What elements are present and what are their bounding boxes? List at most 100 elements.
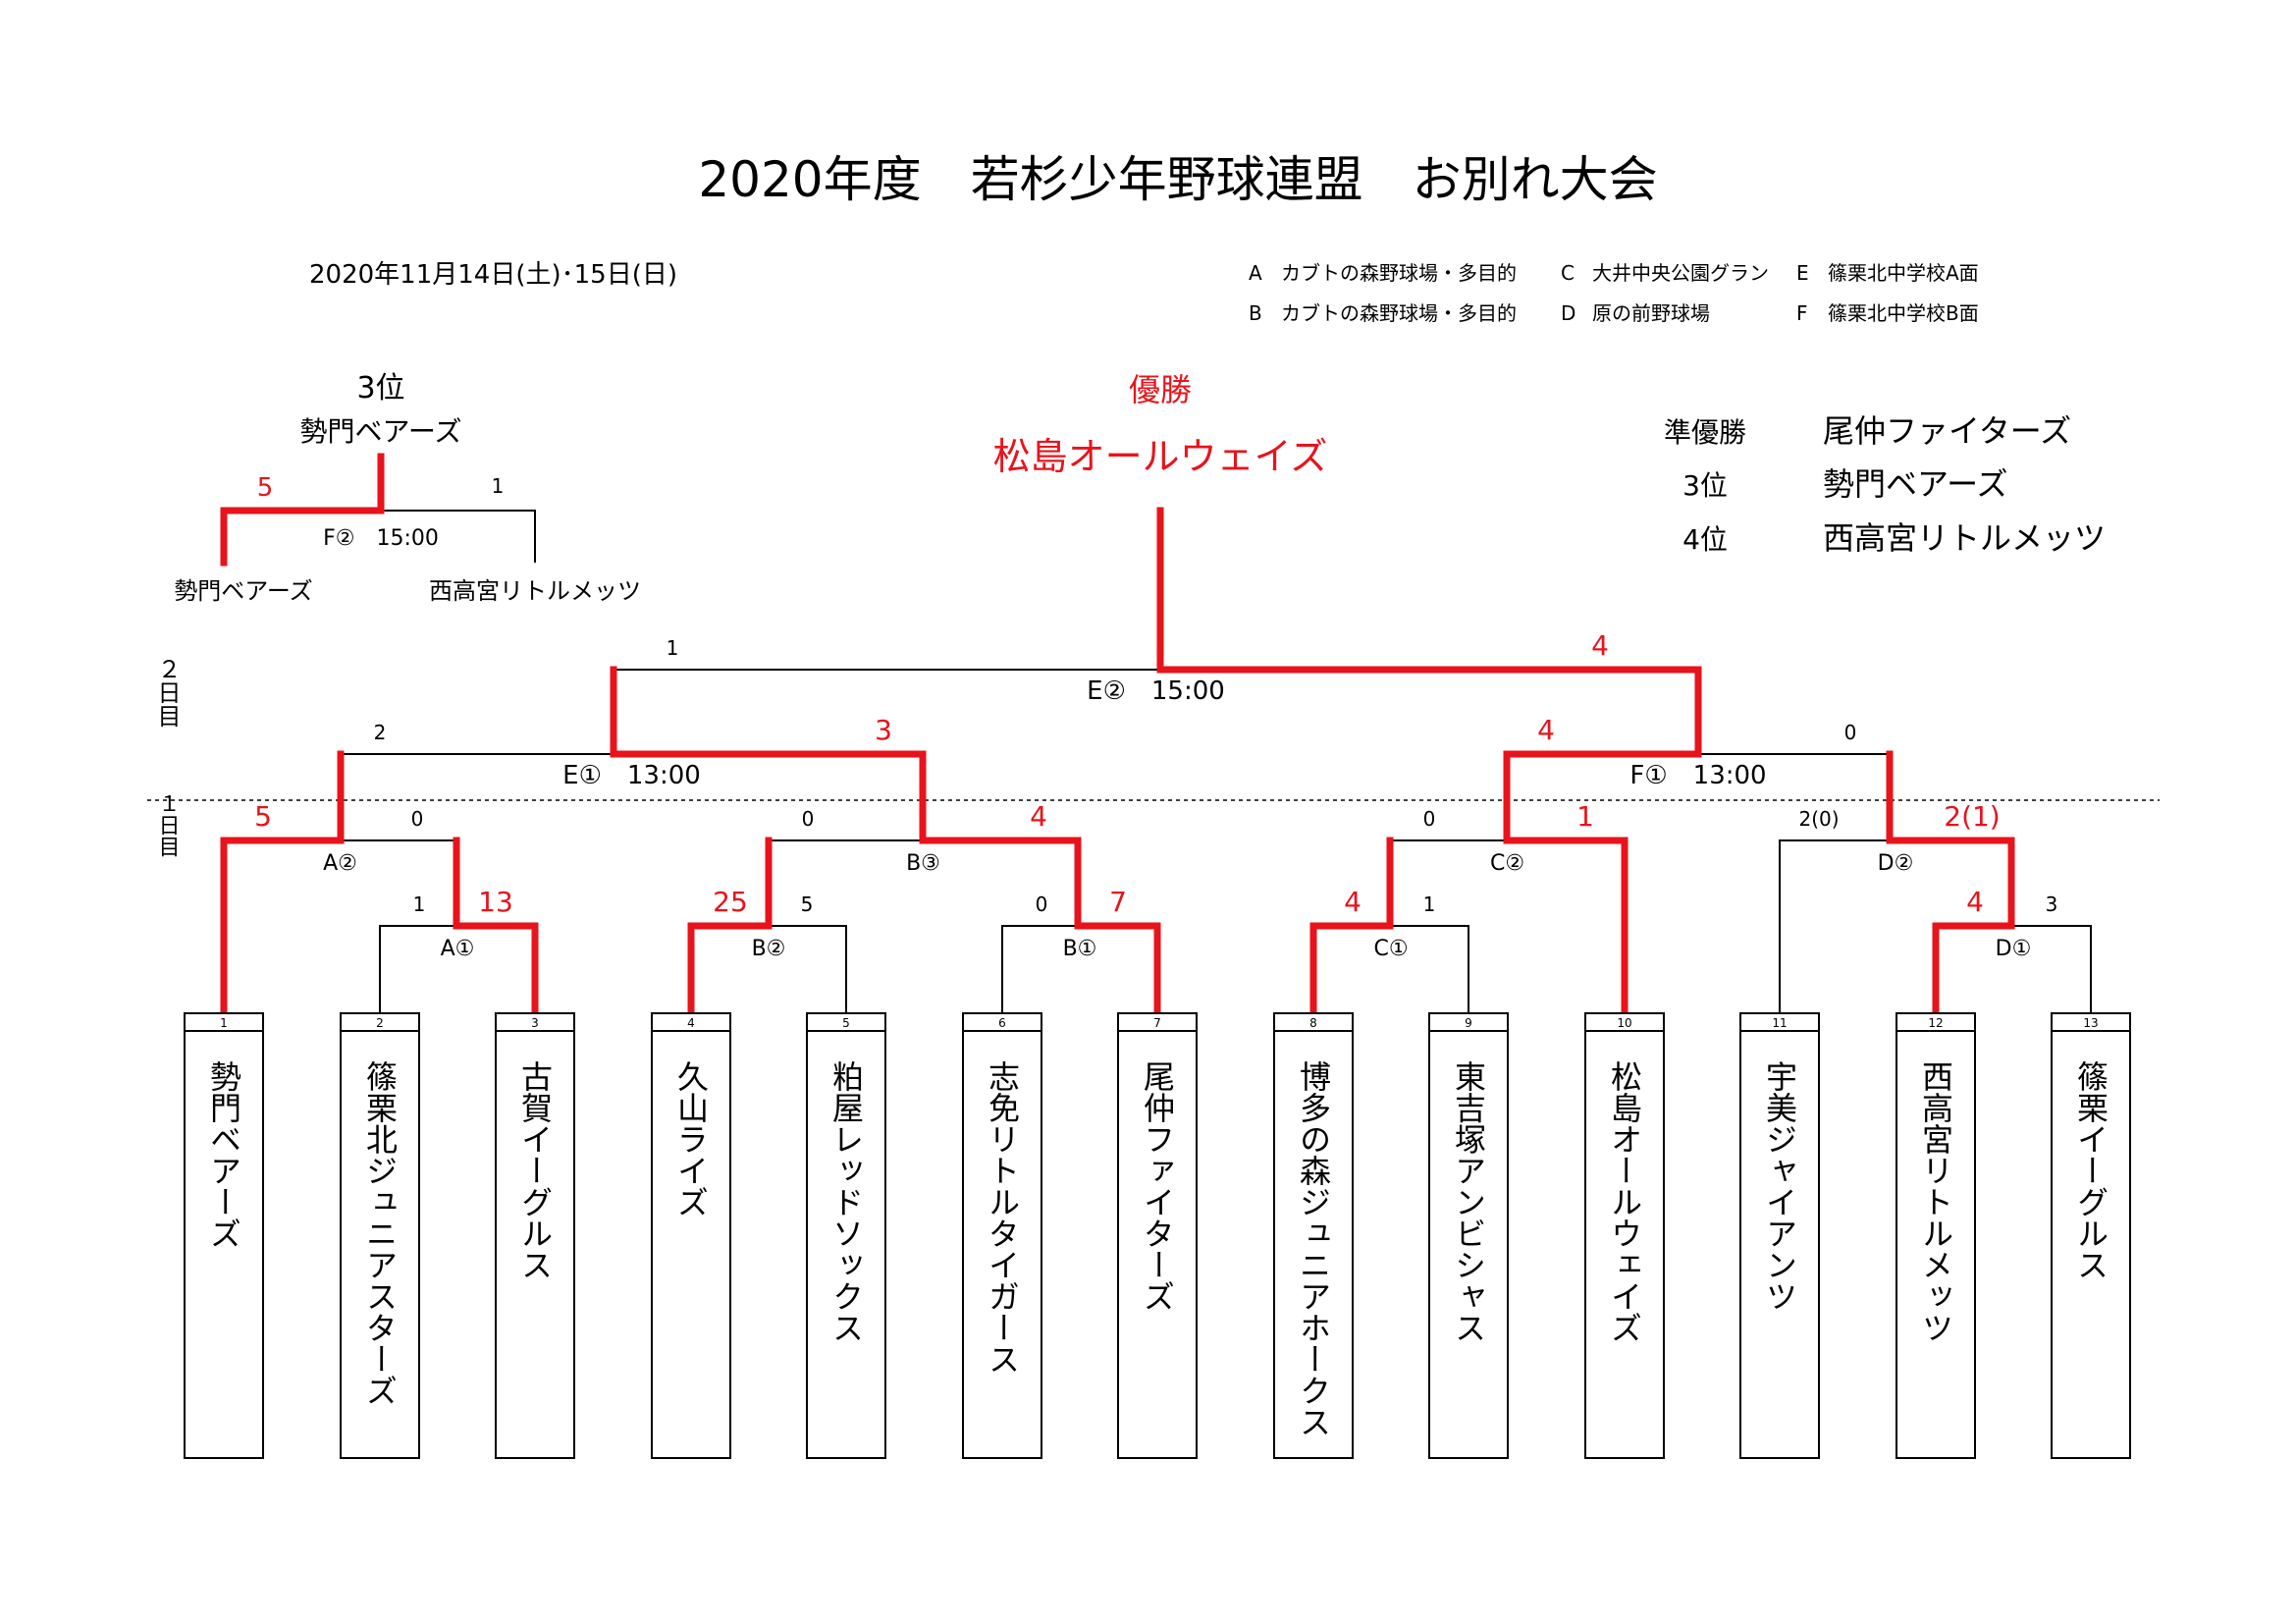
venue-code: B: [1249, 301, 1262, 325]
score-left: 1: [413, 893, 426, 916]
team-name: 篠栗北ジュニアスターズ: [361, 1060, 399, 1406]
team-name: 松島オールウェイズ: [1606, 1060, 1643, 1343]
score-left: 2(0): [1798, 807, 1839, 831]
match-label: B③: [906, 851, 940, 876]
score-left: 4: [1344, 886, 1362, 918]
team-box-frame: [1428, 1012, 1509, 1459]
result-team: 西高宮リトルメッツ: [1823, 519, 2106, 557]
winner-path: [1503, 666, 1702, 844]
team-number: 6: [998, 1016, 1006, 1030]
score-right: 2(1): [1944, 800, 2000, 833]
venue-legend: A カブトの森野球場・多目的 B カブトの森野球場・多目的 C 大井中央公園グラ…: [1249, 261, 1979, 325]
team-number: 8: [1309, 1016, 1317, 1030]
team-number: 12: [1928, 1016, 1943, 1030]
team-number: 10: [1617, 1016, 1631, 1030]
score-right: 1: [1576, 800, 1594, 833]
team-box: 7 尾仲ファイターズ: [1117, 1012, 1198, 1459]
score-right: 4: [1030, 800, 1047, 833]
score-left: 5: [254, 800, 272, 833]
team-box-frame: [495, 1012, 575, 1459]
score-left: 25: [713, 886, 748, 918]
team-name: 宇美ジャイアンツ: [1761, 1060, 1798, 1312]
match-label: B①: [1063, 937, 1097, 961]
team-box-frame: [1117, 1012, 1198, 1459]
third-place-winner-path: [220, 453, 385, 567]
score-right: 4: [1591, 629, 1609, 662]
match-label: E② 15:00: [1087, 676, 1225, 706]
venue-name: カブトの森野球場・多目的: [1281, 261, 1517, 285]
page-title: 2020年度 若杉少年野球連盟 お別れ大会: [698, 151, 1657, 208]
winner-paths: [220, 507, 2015, 1017]
venue-name: 篠栗北中学校A面: [1828, 261, 1979, 285]
score-right: 3: [2046, 893, 2058, 916]
match-label: C②: [1490, 851, 1524, 876]
winner-path: [1156, 507, 1702, 758]
score-right: 3: [875, 714, 892, 746]
score-right: 5: [801, 893, 814, 916]
venue-name: 原の前野球場: [1592, 301, 1710, 325]
third-place-winner: 勢門ベアーズ: [300, 415, 462, 448]
third-place-left-score: 5: [257, 473, 274, 503]
team-box: 5 粕屋レッドソックス: [806, 1012, 886, 1459]
team-box-frame: [806, 1012, 886, 1459]
day1-label: １日目: [155, 792, 180, 857]
team-box: 10 松島オールウェイズ: [1584, 1012, 1665, 1459]
team-name: 尾仲ファイターズ: [1139, 1060, 1176, 1312]
team-box: 11 宇美ジャイアンツ: [1739, 1012, 1820, 1459]
team-name: 西高宮リトルメッツ: [1917, 1060, 1954, 1343]
match-label: E① 13:00: [562, 761, 701, 790]
match-label: F① 13:00: [1629, 761, 1766, 790]
team-number: 1: [220, 1016, 228, 1030]
winner-path: [1932, 837, 2015, 1017]
winner-path: [687, 837, 773, 1017]
score-right: 1: [1423, 893, 1436, 916]
venue-code: D: [1561, 301, 1575, 325]
final-results: 準優勝 尾仲ファイターズ 3位 勢門ベアーズ 4位 西高宮リトルメッツ: [1664, 412, 2106, 557]
match-label: B②: [752, 937, 786, 961]
score-right: 13: [478, 886, 513, 918]
match-label: D①: [1996, 937, 2032, 961]
team-box-frame: [962, 1012, 1042, 1459]
winner-path: [1503, 750, 1629, 1017]
winner-path: [919, 750, 1082, 930]
venue-name: カブトの森野球場・多目的: [1281, 301, 1517, 325]
team-name: 東吉塚アンビシャス: [1450, 1060, 1487, 1343]
score-left: 1: [667, 636, 679, 660]
venue-code: A: [1249, 261, 1262, 285]
team-number: 11: [1772, 1016, 1787, 1030]
team-box-frame: [1896, 1012, 1976, 1459]
team-box-frame: [184, 1012, 264, 1459]
third-place-right-score: 1: [492, 474, 505, 498]
team-number: 5: [842, 1016, 850, 1030]
winner-path: [1886, 750, 2015, 930]
winner-path: [1074, 837, 1161, 1017]
score-right: 0: [1844, 721, 1857, 744]
venue-name: 大井中央公園グラン: [1592, 261, 1769, 285]
score-left: 0: [1423, 807, 1436, 831]
winner-path: [220, 750, 345, 1017]
team-number: 3: [531, 1016, 539, 1030]
match-label: A②: [323, 851, 357, 876]
venue-code: C: [1561, 261, 1575, 285]
team-box-frame: [2051, 1012, 2131, 1459]
team-box-frame: [340, 1012, 420, 1459]
winner-path: [1309, 837, 1394, 1017]
venue-code: F: [1796, 301, 1808, 325]
team-number: 2: [376, 1016, 384, 1030]
team-number: 13: [2083, 1016, 2098, 1030]
team-name: 久山ライズ: [672, 1060, 710, 1217]
team-number: 7: [1153, 1016, 1161, 1030]
team-name: 粕屋レッドソックス: [828, 1060, 865, 1343]
winner-path: [453, 837, 539, 1017]
day-labels: ２日目 １日目: [153, 657, 181, 857]
score-right: 0: [411, 807, 424, 831]
match-label: D②: [1878, 851, 1914, 876]
third-place-right-team: 西高宮リトルメッツ: [429, 577, 641, 605]
